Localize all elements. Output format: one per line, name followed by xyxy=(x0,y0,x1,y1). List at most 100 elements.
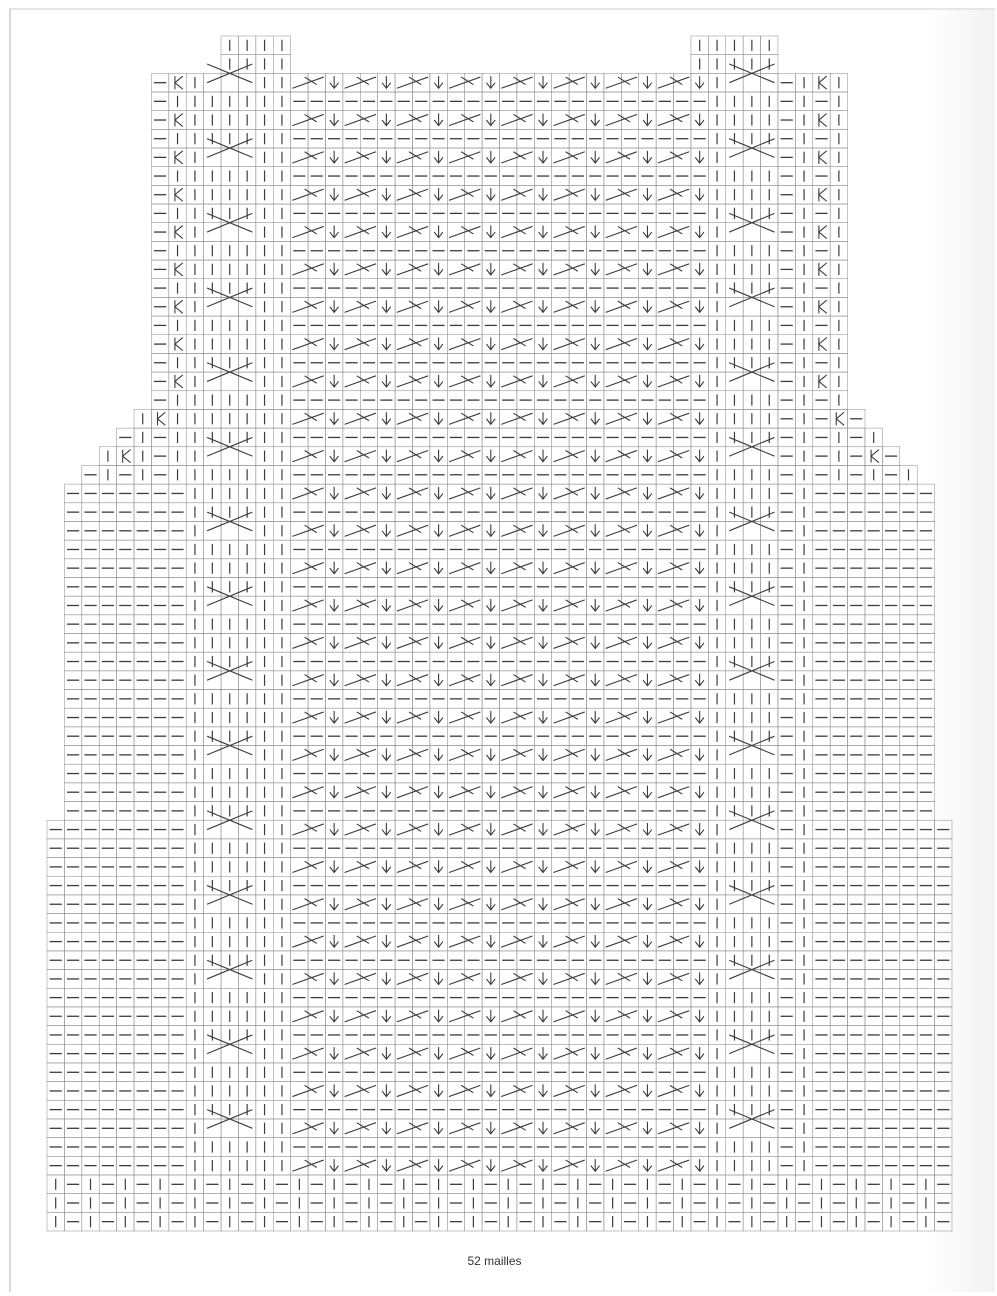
stitch-cell xyxy=(604,596,621,615)
stitch-cell xyxy=(447,409,464,428)
central-decrease-symbol xyxy=(539,972,548,984)
central-decrease-symbol xyxy=(695,562,704,574)
central-decrease-symbol xyxy=(382,898,391,910)
central-decrease-symbol xyxy=(643,487,652,499)
stitch-cell xyxy=(308,708,325,727)
stitch-cell xyxy=(569,634,586,653)
central-decrease-symbol xyxy=(434,1159,443,1171)
central-decrease-symbol xyxy=(695,412,704,424)
stitch-cell xyxy=(604,970,621,989)
stitch-cell xyxy=(291,596,308,615)
stitch-cell xyxy=(465,1044,482,1063)
stitch-cell xyxy=(169,185,186,204)
stitch-cell xyxy=(726,223,743,242)
stitch-cell xyxy=(343,335,360,354)
central-decrease-symbol xyxy=(434,748,443,760)
central-decrease-symbol xyxy=(382,599,391,611)
stitch-cell xyxy=(674,596,691,615)
decrease-symbol xyxy=(836,412,844,425)
central-decrease-symbol xyxy=(486,823,495,835)
central-decrease-symbol xyxy=(382,450,391,462)
stitch-cell xyxy=(447,111,464,130)
stitch-cell xyxy=(395,111,412,130)
stitch-cell xyxy=(656,671,673,690)
central-decrease-symbol xyxy=(434,898,443,910)
stitch-cell xyxy=(308,521,325,540)
stitch-cell xyxy=(343,148,360,167)
stitch-cell xyxy=(291,73,308,92)
stitch-cell xyxy=(238,820,255,839)
stitch-cell xyxy=(412,372,429,391)
stitch-cell xyxy=(308,970,325,989)
stitch-cell xyxy=(291,223,308,242)
central-decrease-symbol xyxy=(695,786,704,798)
stitch-cell xyxy=(412,111,429,130)
stitch-cell xyxy=(674,335,691,354)
central-decrease-symbol xyxy=(330,674,339,686)
stitch-cell xyxy=(726,1044,743,1063)
stitch-cell xyxy=(813,148,830,167)
central-decrease-symbol xyxy=(695,1084,704,1096)
stitch-cell xyxy=(726,372,743,391)
stitch-cell xyxy=(465,1156,482,1175)
stitch-cell xyxy=(151,409,168,428)
decrease-symbol xyxy=(158,412,166,425)
stitch-cell xyxy=(412,671,429,690)
stitch-cell xyxy=(447,671,464,690)
stitch-cell xyxy=(500,260,517,279)
stitch-cell xyxy=(412,521,429,540)
stitch-cell xyxy=(500,148,517,167)
stitch-cell xyxy=(238,148,255,167)
stitch-cell xyxy=(517,260,534,279)
stitch-cell xyxy=(674,746,691,765)
stitch-cell xyxy=(500,223,517,242)
stitch-cell xyxy=(308,1082,325,1101)
stitch-cell xyxy=(395,671,412,690)
stitch-cell xyxy=(621,708,638,727)
stitch-cell xyxy=(395,596,412,615)
stitch-cell xyxy=(604,223,621,242)
stitch-cell xyxy=(500,372,517,391)
central-decrease-symbol xyxy=(643,935,652,947)
stitch-cell xyxy=(621,447,638,466)
stitch-cell xyxy=(656,335,673,354)
stitch-cell xyxy=(569,932,586,951)
central-decrease-symbol xyxy=(434,636,443,648)
stitch-cell xyxy=(447,559,464,578)
central-decrease-symbol xyxy=(330,786,339,798)
stitch-cell xyxy=(674,73,691,92)
stitch-cell xyxy=(726,970,743,989)
stitch-cell xyxy=(360,746,377,765)
stitch-cell xyxy=(291,409,308,428)
stitch-cell xyxy=(465,1082,482,1101)
stitch-cell xyxy=(621,1082,638,1101)
stitch-cell xyxy=(621,895,638,914)
stitch-cell xyxy=(360,708,377,727)
stitch-cell xyxy=(656,1119,673,1138)
stitch-cell xyxy=(621,1007,638,1026)
stitch-cell xyxy=(360,484,377,503)
stitch-cell xyxy=(291,970,308,989)
stitch-cell xyxy=(552,372,569,391)
stitch-cell xyxy=(656,970,673,989)
stitch-cell xyxy=(569,1044,586,1063)
stitch-cell xyxy=(604,820,621,839)
stitch-cell xyxy=(343,671,360,690)
central-decrease-symbol xyxy=(643,1122,652,1134)
stitch-cell xyxy=(674,1082,691,1101)
stitch-cell xyxy=(308,185,325,204)
central-decrease-symbol xyxy=(591,972,600,984)
stitch-cell xyxy=(465,185,482,204)
stitch-cell xyxy=(674,223,691,242)
stitch-cell xyxy=(465,111,482,130)
stitch-cell xyxy=(465,858,482,877)
stitch-cell xyxy=(761,521,778,540)
stitch-cell xyxy=(656,1007,673,1026)
stitch-cell xyxy=(360,671,377,690)
stitch-cell xyxy=(500,895,517,914)
stitch-cell xyxy=(465,223,482,242)
stitch-cell xyxy=(621,932,638,951)
stitch-cell xyxy=(569,297,586,316)
stitch-cell xyxy=(604,1156,621,1175)
central-decrease-symbol xyxy=(539,636,548,648)
